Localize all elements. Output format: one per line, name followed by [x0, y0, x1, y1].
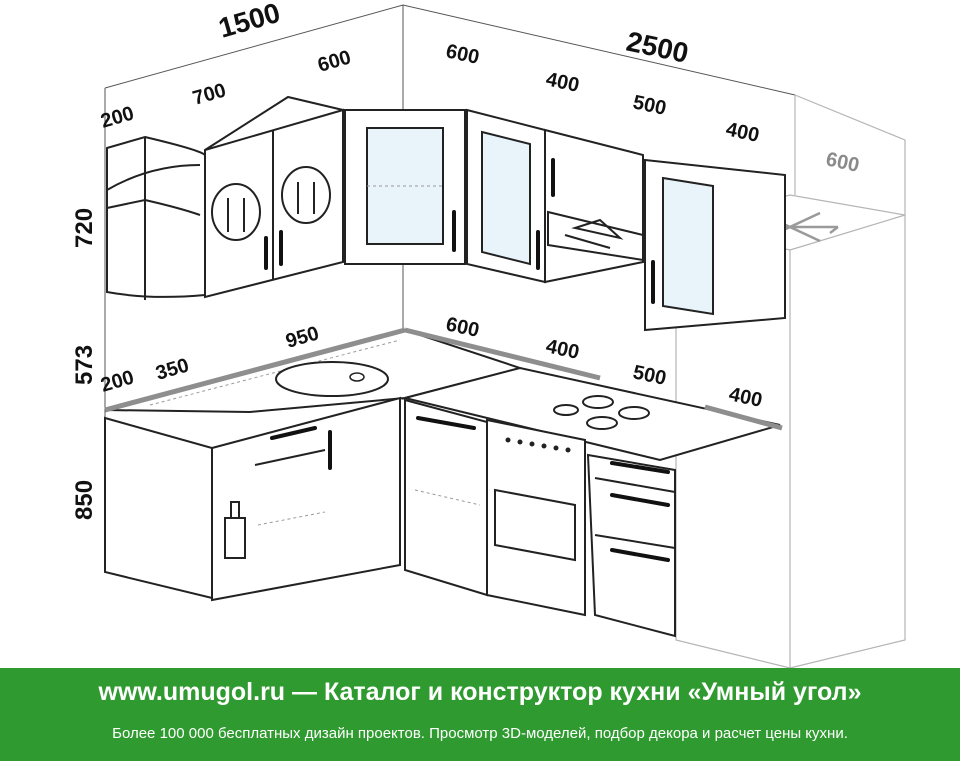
- dim-upper-right-corner: 600: [444, 40, 481, 68]
- dim-upper-corner: 600: [315, 46, 353, 76]
- dim-counter-left-sink-offset: 350: [153, 354, 191, 384]
- dim-counter-right-dishwasher: 400: [544, 335, 581, 363]
- dim-counter-right-corner: 600: [444, 313, 481, 341]
- upper-open-shelf: [106, 135, 206, 300]
- dim-counter-right-stove: 500: [631, 361, 668, 389]
- upper-cabinet-hood: [544, 128, 644, 284]
- dim-top-left-total: 1500: [215, 0, 283, 44]
- footer-subtitle: Более 100 000 бесплатных дизайн проектов…: [112, 725, 848, 742]
- base-cabinet-drawer: [254, 426, 332, 526]
- upper-cabinet-right-glass: [466, 108, 546, 284]
- dim-upper-left-cabinet: 700: [190, 79, 228, 109]
- dim-upper-left-shelf: 200: [98, 102, 136, 132]
- footer-title[interactable]: www.umugol.ru — Каталог и конструктор ку…: [98, 678, 862, 706]
- upper-corner-cabinet: [344, 109, 466, 265]
- dim-height-base: 850: [71, 480, 98, 520]
- plate-icon: [281, 166, 331, 224]
- base-cabinet-drawers-right: [586, 453, 676, 638]
- footer-banner: www.umugol.ru — Каталог и конструктор ку…: [0, 668, 960, 761]
- plate-icon: [211, 183, 261, 241]
- dim-height-upper: 720: [71, 208, 98, 248]
- dim-counter-left-total: 950: [283, 322, 321, 352]
- dim-height-gap: 573: [71, 345, 98, 385]
- stove: [486, 418, 586, 617]
- base-cabinet-dishwasher: [404, 398, 488, 597]
- upper-cabinet-left: [204, 95, 344, 299]
- dim-counter-left-end: 200: [98, 366, 136, 396]
- kitchen-diagram: 1500 2500 200 700 600 600 400 500 400 60…: [71, 0, 906, 668]
- base-cabinet-left-end: [104, 396, 401, 602]
- upper-cabinet-right-end: [644, 158, 786, 332]
- bottle-icon: [224, 501, 246, 559]
- dim-fridge-depth: 600: [824, 148, 861, 176]
- dim-top-right-total: 2500: [624, 26, 691, 69]
- range-hood-icon: [571, 218, 624, 240]
- sink-icon: [275, 361, 389, 397]
- dim-upper-hood: 500: [631, 91, 668, 119]
- dim-upper-right-glass: 400: [544, 68, 581, 96]
- dim-counter-right-end: 400: [727, 383, 764, 411]
- dim-upper-right-end: 400: [724, 118, 761, 146]
- burners-icon: [553, 395, 650, 430]
